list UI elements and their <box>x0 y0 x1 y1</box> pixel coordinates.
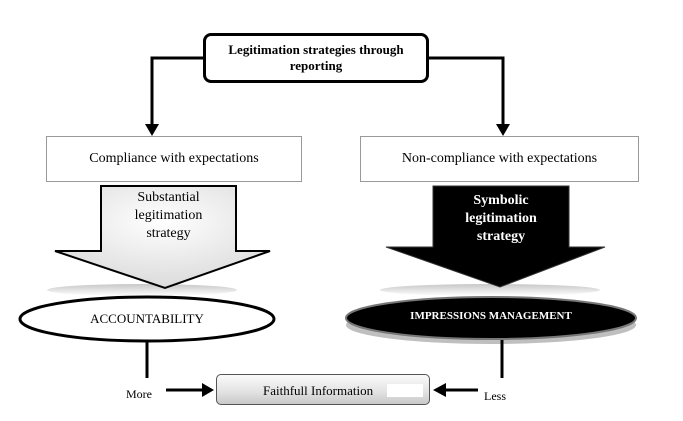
less-arrowhead <box>433 383 446 397</box>
substantial-line-2: legitimation <box>134 208 203 223</box>
more-arrowhead <box>202 383 214 397</box>
faithful-information-label: Faithfull Information <box>263 383 374 398</box>
right-arrow-shadow <box>380 284 600 296</box>
non-compliance-box: Non-compliance with expectations <box>360 136 639 182</box>
right-connector <box>429 56 505 126</box>
symbolic-line-2: legitimation <box>465 211 537 226</box>
non-compliance-label: Non-compliance with expectations <box>401 151 598 166</box>
left-arrow-shadow <box>47 284 237 296</box>
left-block-arrow <box>54 185 271 290</box>
symbolic-line-3: strategy <box>476 229 526 244</box>
right-connector-arrowhead <box>496 124 510 136</box>
right-ellipse <box>345 296 637 340</box>
more-label: More <box>126 387 152 401</box>
substantial-strategy-label: Substantial legitimation strategy <box>101 189 236 243</box>
title-text: Legitimation strategies through reportin… <box>228 42 404 73</box>
impressions-management-label: IMPRESSIONS MANAGEMENT <box>410 310 572 322</box>
symbolic-line-1: Symbolic <box>473 193 529 208</box>
left-connector <box>150 56 203 126</box>
less-label: Less <box>484 389 506 403</box>
highlight-patch <box>387 384 423 397</box>
right-block-arrow <box>385 185 606 288</box>
title-box: Legitimation strategies through reportin… <box>203 33 429 83</box>
left-connector-arrowhead <box>145 124 159 136</box>
faithful-information-box: Faithfull Information <box>216 374 430 405</box>
compliance-box: Compliance with expectations <box>46 136 302 182</box>
substantial-line-3: strategy <box>146 226 191 241</box>
compliance-label: Compliance with expectations <box>89 151 259 166</box>
symbolic-strategy-label: Symbolic legitimation strategy <box>433 192 569 246</box>
accountability-label: ACCOUNTABILITY <box>90 311 204 326</box>
substantial-line-1: Substantial <box>137 190 200 205</box>
